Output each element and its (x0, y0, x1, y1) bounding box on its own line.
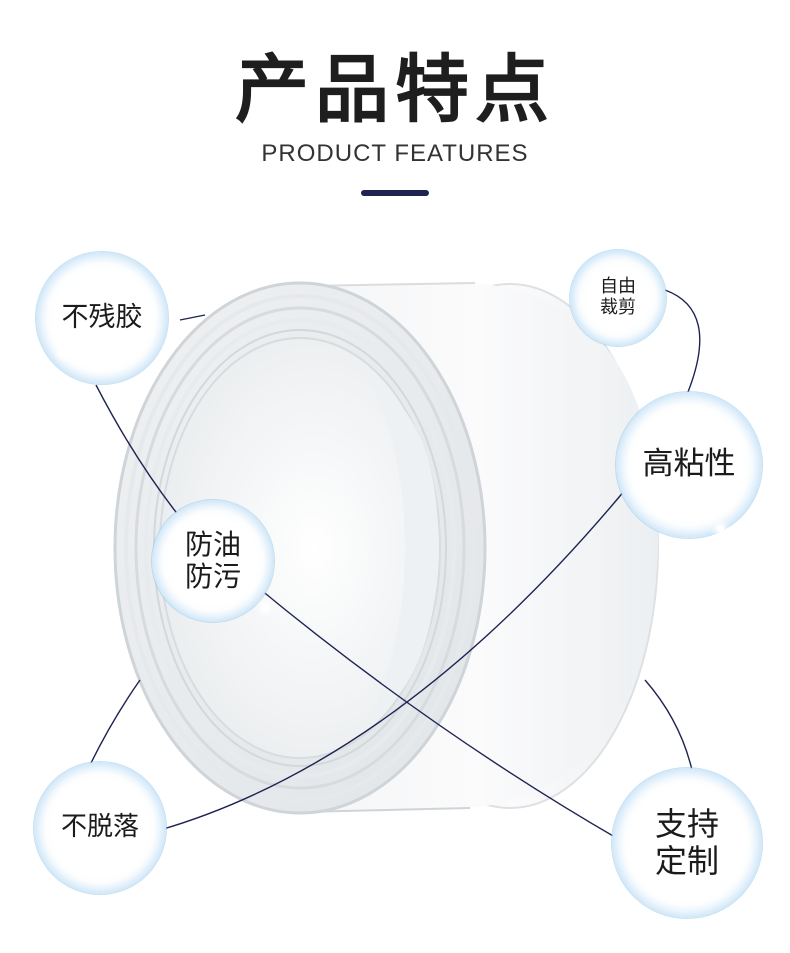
feature-label-customizable: 支持 定制 (654, 805, 719, 880)
feature-bubble-no-residue: 不残胶 (36, 252, 168, 384)
feature-bubble-high-tack: 高粘性 (616, 392, 762, 538)
feature-label-no-residue: 不残胶 (61, 302, 143, 334)
page-subtitle: PRODUCT FEATURES (261, 140, 529, 167)
feature-bubble-no-detach: 不脱落 (34, 762, 166, 894)
tape-roll-front (113, 281, 487, 815)
bubble-glint (262, 604, 269, 611)
feature-label-oil-stain-proof: 防油 防污 (184, 527, 241, 593)
feature-bubble-oil-stain-proof: 防油 防污 (152, 500, 274, 622)
page-title: 产品特点 (235, 47, 555, 133)
feature-bubble-free-cut: 自由 裁剪 (570, 250, 666, 346)
feature-bubble-customizable: 支持 定制 (612, 768, 762, 918)
bubble-glint (60, 350, 67, 357)
feature-label-no-detach: 不脱落 (60, 812, 139, 843)
feature-label-free-cut: 自由 裁剪 (600, 276, 636, 318)
bubble-glint (158, 873, 165, 880)
bubble-glint (717, 525, 724, 532)
title-divider (361, 190, 429, 196)
connector-lines (89, 289, 701, 841)
feature-label-high-tack: 高粘性 (642, 446, 736, 483)
